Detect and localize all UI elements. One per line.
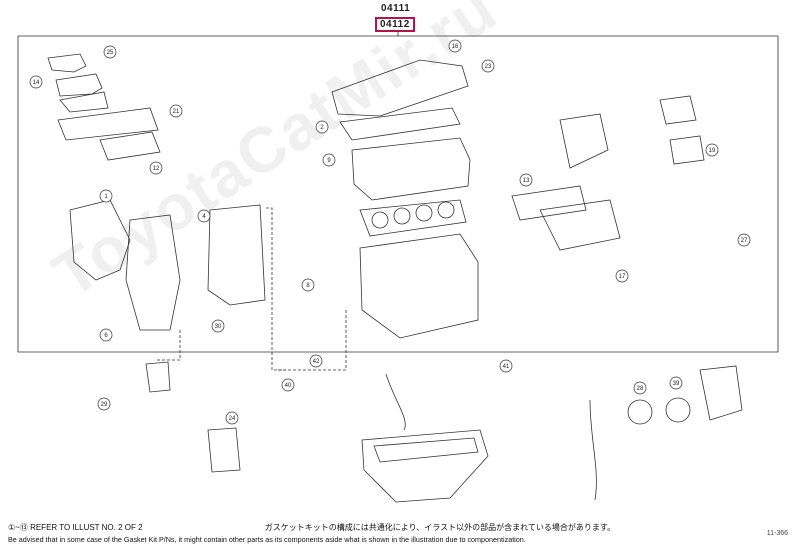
callout-label-2: 2 (320, 125, 324, 131)
parent-part-number: 04111 (381, 3, 411, 14)
callout-label-14: 14 (33, 80, 40, 86)
manifold-gasket-c (59, 91, 109, 113)
cylinder-head-gasket (359, 199, 467, 237)
cylinder-head (351, 137, 471, 201)
manifold-gasket-b (55, 73, 103, 97)
callout-6 (99, 328, 113, 342)
footer-note-line1: ①~⑬ REFER TO ILLUST NO. 2 OF 2 ガスケットキットの… (8, 522, 615, 533)
callout-labels: 6 14 12 23 4 2 9 16 8 19 29 42 40 41 1 1… (33, 44, 748, 422)
callout-4 (197, 209, 211, 223)
head-cover-gasket (339, 107, 461, 141)
callout-label-40: 40 (285, 383, 292, 389)
kit-bracket-frame (17, 31, 779, 353)
callout-label-17: 17 (619, 274, 626, 280)
gasket-bores (371, 201, 455, 229)
oil-pump-gasket (145, 361, 171, 393)
callout-30 (211, 319, 225, 333)
timing-cover (125, 214, 181, 331)
callout-label-1: 1 (104, 194, 108, 200)
callout-25 (103, 45, 117, 59)
callout-label-12: 12 (153, 166, 160, 172)
callout-label-21: 21 (173, 109, 180, 115)
intake-manifold-gasket-b (511, 185, 587, 221)
callout-label-30: 30 (215, 324, 222, 330)
selected-part-number[interactable]: 04112 (375, 17, 415, 32)
callout-label-16: 16 (452, 44, 459, 50)
callout-label-24: 24 (229, 416, 236, 422)
callout-label-42: 42 (313, 359, 320, 365)
callout-circles (29, 39, 751, 425)
exhaust-gasket-lower (99, 131, 161, 161)
callout-label-41: 41 (503, 364, 510, 370)
footer-note-line2: Be advised that in some case of the Gask… (8, 535, 526, 544)
oil-filter-bracket (207, 427, 241, 473)
callout-19 (705, 143, 719, 157)
manifold-gasket-a (47, 53, 87, 73)
callout-41 (499, 359, 513, 373)
callout-label-6: 6 (104, 333, 108, 339)
callout-label-39: 39 (673, 381, 680, 387)
rear-seal-retainer (699, 365, 743, 421)
cylinder-block (359, 233, 479, 339)
oil-seal-a (627, 399, 653, 425)
callout-label-25: 25 (107, 50, 114, 56)
callout-2 (315, 120, 329, 134)
callout-28 (633, 381, 647, 395)
callout-21 (169, 104, 183, 118)
callout-1 (99, 189, 113, 203)
callout-label-23: 23 (485, 64, 492, 70)
leader-dash-a (266, 207, 286, 371)
sheet-code: 11-366 (766, 530, 788, 537)
callout-9 (322, 153, 336, 167)
dipstick-guide (589, 399, 597, 501)
oil-pan (361, 429, 489, 503)
callout-17 (615, 269, 629, 283)
callout-8 (301, 278, 315, 292)
timing-chain-cover-gasket (207, 204, 266, 306)
timing-cover-seal-group (69, 199, 131, 281)
callout-29 (97, 397, 111, 411)
callout-24 (225, 411, 239, 425)
leader-dash-c (156, 330, 181, 361)
callout-label-28: 28 (637, 386, 644, 392)
callout-39 (669, 376, 683, 390)
callout-label-29: 29 (101, 402, 108, 408)
callout-label-13: 13 (523, 178, 530, 184)
intake-manifold-gasket (559, 113, 609, 169)
thermostat-gasket (669, 135, 705, 165)
callout-label-4: 4 (202, 214, 206, 220)
callout-label-9: 9 (327, 158, 331, 164)
callout-label-8: 8 (306, 283, 310, 289)
leader-dash-b (276, 310, 347, 371)
callout-12 (149, 161, 163, 175)
callout-13 (519, 173, 533, 187)
water-pump-gasket (659, 95, 697, 125)
callout-label-27: 27 (741, 238, 748, 244)
callout-40 (281, 378, 295, 392)
footer-en-ref: ①~⑬ REFER TO ILLUST NO. 2 OF 2 (8, 523, 143, 532)
callout-23 (481, 59, 495, 73)
intake-manifold (539, 199, 621, 251)
footer-jp-note: ガスケットキットの構成には共通化により、イラスト以外の部品が含まれている場合があ… (264, 523, 616, 532)
callout-label-19: 19 (709, 148, 716, 154)
oil-strainer (385, 373, 406, 431)
callout-27 (737, 233, 751, 247)
cylinder-head-cover (331, 59, 469, 117)
oil-seal-b (665, 397, 691, 423)
callout-16 (448, 39, 462, 53)
callout-42 (309, 354, 323, 368)
callout-14 (29, 75, 43, 89)
exhaust-manifold-gasket (57, 107, 159, 141)
oil-pan-gasket (373, 437, 479, 463)
